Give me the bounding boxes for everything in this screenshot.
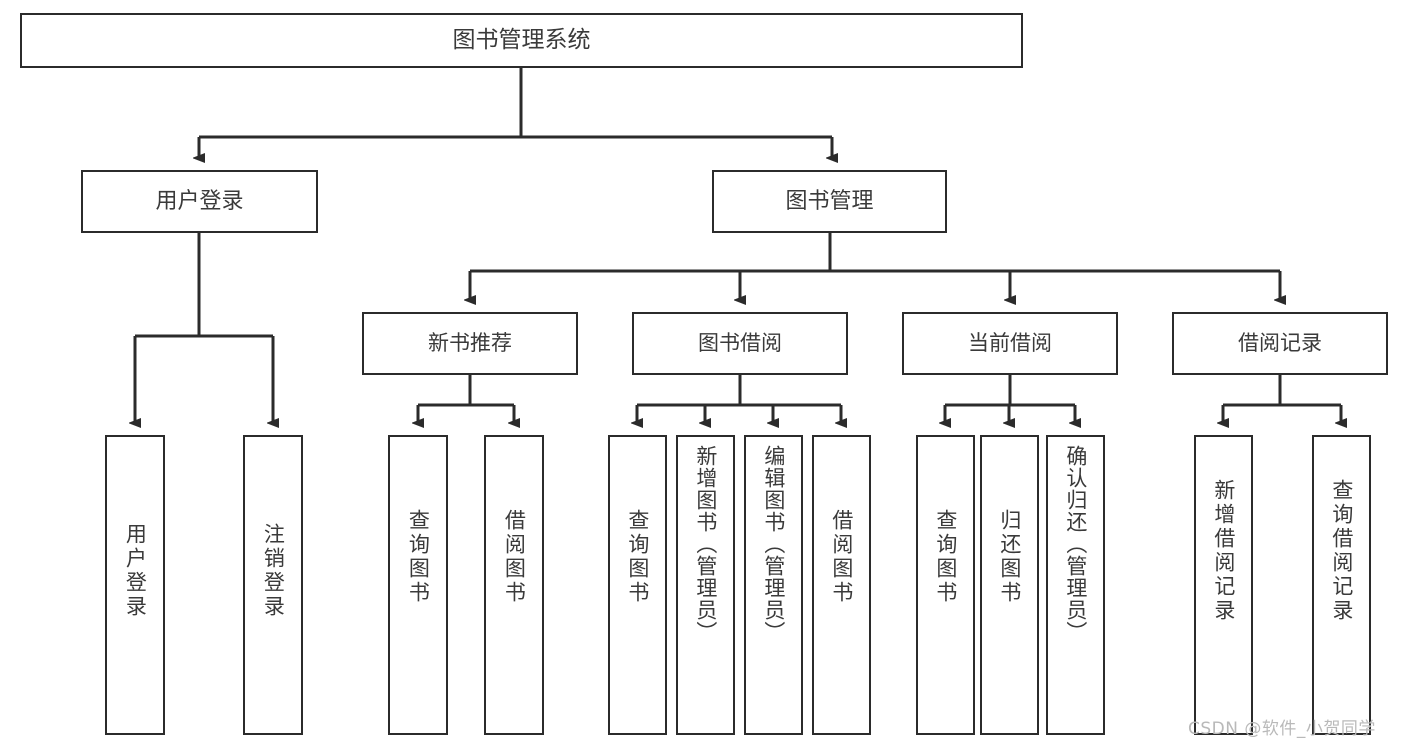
node-leaf-confirm-return-admin-label: 确认归还（管理员）: [1063, 445, 1088, 643]
watermark-label: CSDN @软件_小贺同学: [1188, 719, 1376, 739]
node-leaf-borrow-book-1-label: 借阅图书: [502, 509, 527, 605]
node-current-borrow-label: 当前借阅: [968, 331, 1052, 356]
node-leaf-user-login[interactable]: 用户登录: [105, 435, 165, 735]
node-leaf-logout-login[interactable]: 注销登录: [243, 435, 303, 735]
node-book-borrow[interactable]: 图书借阅: [632, 312, 848, 375]
node-leaf-query-book-3-label: 查询图书: [933, 509, 958, 605]
node-leaf-edit-book-admin[interactable]: 编辑图书（管理员）: [744, 435, 803, 735]
node-leaf-query-book-3[interactable]: 查询图书: [916, 435, 975, 735]
node-leaf-borrow-book-2[interactable]: 借阅图书: [812, 435, 871, 735]
node-leaf-confirm-return-admin[interactable]: 确认归还（管理员）: [1046, 435, 1105, 735]
node-leaf-query-borrow-record-label: 查询借阅记录: [1329, 479, 1354, 623]
node-root-label: 图书管理系统: [452, 26, 591, 53]
node-leaf-query-book-1-label: 查询图书: [406, 509, 431, 605]
node-leaf-edit-book-admin-label: 编辑图书（管理员）: [761, 445, 786, 643]
node-leaf-query-book-2[interactable]: 查询图书: [608, 435, 667, 735]
node-leaf-add-book-admin-label: 新增图书（管理员）: [693, 445, 718, 643]
node-leaf-borrow-book-1[interactable]: 借阅图书: [484, 435, 544, 735]
node-user-login[interactable]: 用户登录: [81, 170, 318, 233]
node-root[interactable]: 图书管理系统: [20, 13, 1023, 68]
node-leaf-return-book[interactable]: 归还图书: [980, 435, 1039, 735]
node-leaf-borrow-book-2-label: 借阅图书: [829, 509, 854, 605]
node-leaf-add-book-admin[interactable]: 新增图书（管理员）: [676, 435, 735, 735]
node-leaf-return-book-label: 归还图书: [997, 509, 1022, 605]
node-borrow-record-label: 借阅记录: [1238, 331, 1322, 356]
node-leaf-query-book-1[interactable]: 查询图书: [388, 435, 448, 735]
node-leaf-add-borrow-record[interactable]: 新增借阅记录: [1194, 435, 1253, 735]
node-new-book-recommend[interactable]: 新书推荐: [362, 312, 578, 375]
node-leaf-query-book-2-label: 查询图书: [625, 509, 650, 605]
node-new-book-recommend-label: 新书推荐: [428, 331, 512, 356]
node-leaf-add-borrow-record-label: 新增借阅记录: [1211, 479, 1236, 623]
node-book-borrow-label: 图书借阅: [698, 331, 782, 356]
node-leaf-user-login-label: 用户登录: [123, 523, 148, 619]
node-user-login-label: 用户登录: [155, 188, 244, 214]
node-borrow-record[interactable]: 借阅记录: [1172, 312, 1388, 375]
node-book-manage-label: 图书管理: [785, 188, 874, 214]
node-leaf-logout-login-label: 注销登录: [261, 523, 286, 619]
node-current-borrow[interactable]: 当前借阅: [902, 312, 1118, 375]
node-leaf-query-borrow-record[interactable]: 查询借阅记录: [1312, 435, 1371, 735]
node-book-manage[interactable]: 图书管理: [712, 170, 947, 233]
